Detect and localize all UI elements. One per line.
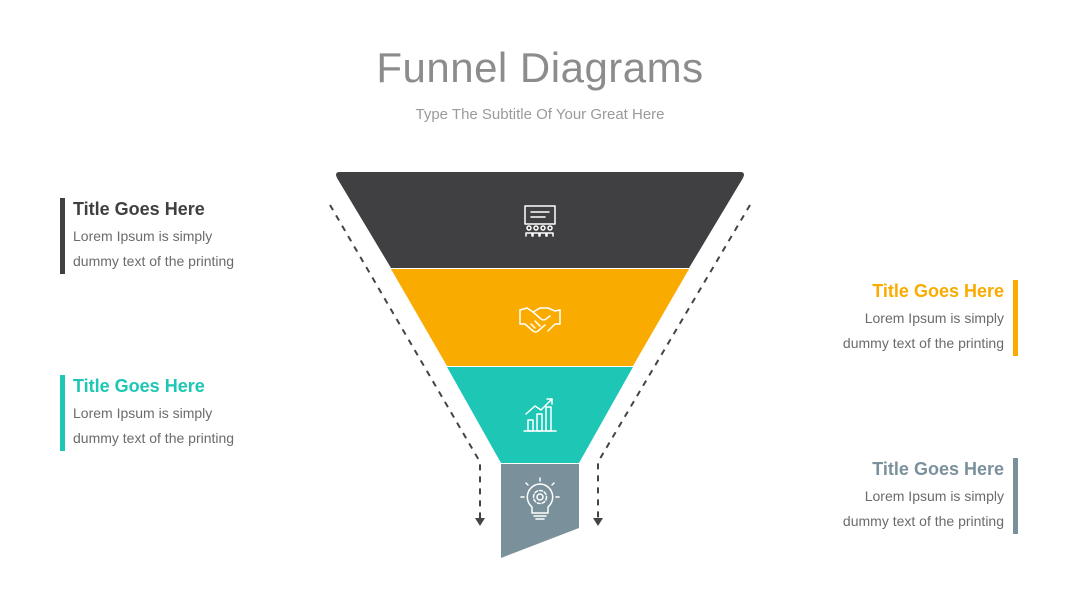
info-block-2: Title Goes Here Lorem Ipsum is simply du… [60,375,300,451]
lightbulb-gear-icon [520,477,560,520]
funnel-stage-1 [336,172,744,268]
info-block-text-line: dummy text of the printing [73,253,235,269]
accent-bar [1013,458,1018,534]
info-block-text-line: Lorem Ipsum is simply [864,488,1004,504]
accent-bar [1013,280,1018,356]
page-title: Funnel Diagrams [376,44,704,91]
handshake-icon [519,307,561,333]
info-block-title: Title Goes Here [872,281,1004,301]
growth-chart-icon [523,398,557,432]
info-block-title: Title Goes Here [73,199,205,219]
info-block-4: Title Goes Here Lorem Ipsum is simply du… [778,458,1018,534]
info-block-text-line: dummy text of the printing [842,513,1004,529]
accent-bar [60,198,65,274]
info-block-text-line: dummy text of the printing [842,335,1004,351]
info-block-text-line: Lorem Ipsum is simply [73,228,213,244]
funnel-stage-4 [501,464,579,558]
info-block-text-line: Lorem Ipsum is simply [864,310,1004,326]
presentation-icon [524,205,556,237]
info-block-3: Title Goes Here Lorem Ipsum is simply du… [778,280,1018,356]
info-block-title: Title Goes Here [872,459,1004,479]
accent-bar [60,375,65,451]
right-arrow-head [593,518,603,526]
info-block-1: Title Goes Here Lorem Ipsum is simply du… [60,198,300,274]
left-arrow-head [475,518,485,526]
page-subtitle: Type The Subtitle Of Your Great Here [415,106,665,123]
info-block-text-line: dummy text of the printing [73,430,235,446]
info-block-title: Title Goes Here [73,376,205,396]
right-dashed-arrow [597,204,751,520]
info-block-text-line: Lorem Ipsum is simply [73,405,213,421]
left-dashed-arrow [329,204,481,520]
funnel-stage-3 [447,367,633,463]
